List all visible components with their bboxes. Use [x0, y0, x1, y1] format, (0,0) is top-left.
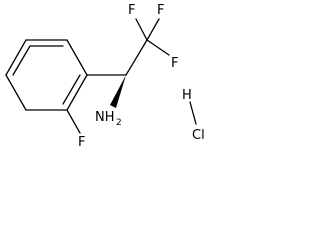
- ring-double-bond-right: [62, 74, 81, 105]
- chemical-structure-diagram: F F F F NH 2 H Cl: [5, 3, 205, 150]
- fluorine-atom-ortho: F: [78, 135, 85, 150]
- chloride-atom: Cl: [192, 128, 205, 143]
- ring-bond-bottom-right: [66, 74, 88, 111]
- fluorine-atom-top: F: [157, 3, 164, 18]
- stereo-wedge-bond: [110, 75, 126, 108]
- stereocenter-to-cf3-bond: [125, 39, 148, 76]
- fluorine-atom-top-left: F: [128, 3, 135, 18]
- amine-group-label: NH: [95, 110, 115, 125]
- c-f-ortho-bond: [66, 109, 81, 134]
- ring-double-bond-left: [12, 45, 31, 76]
- benzene-ring: [5, 39, 88, 111]
- hydrogen-atom: H: [182, 88, 192, 103]
- fluorine-atom-right: F: [171, 56, 178, 71]
- cf3-bond-upper-left: [135, 18, 148, 41]
- cf3-bond-right: [146, 39, 170, 56]
- ring-bond-top-left: [5, 39, 27, 76]
- h-cl-bond: [189, 101, 197, 125]
- amine-subscript: 2: [116, 118, 122, 128]
- cf3-bond-upper: [146, 18, 160, 41]
- ring-bond-top-right: [66, 39, 88, 76]
- ring-bond-bottom-left: [5, 74, 27, 111]
